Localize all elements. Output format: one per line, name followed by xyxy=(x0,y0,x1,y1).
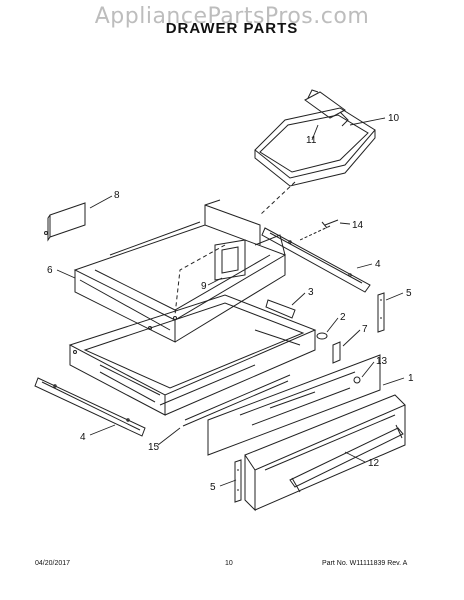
callout-14: 14 xyxy=(352,220,364,231)
callout-11: 11 xyxy=(306,135,317,146)
part-3-rear-clip xyxy=(265,299,296,319)
callout-3: 3 xyxy=(308,287,314,298)
callout-12: 12 xyxy=(368,458,380,469)
part-12-handle xyxy=(289,424,404,493)
part-4-right-slide-rail xyxy=(261,227,371,293)
footer-page-number: 10 xyxy=(225,560,233,567)
watermark: AppliancePartsPros.com xyxy=(94,4,370,29)
callout-8: 8 xyxy=(114,190,120,201)
part-7-clip xyxy=(332,341,341,364)
footer-date: 04/20/2017 xyxy=(35,560,71,567)
callout-13: 13 xyxy=(376,356,388,367)
part-4-left-slide-rail xyxy=(34,377,146,437)
part-14-screw xyxy=(299,219,339,241)
part-1-drawer-front xyxy=(207,354,381,456)
callout-4-right: 4 xyxy=(375,259,381,270)
part-5-right-bracket xyxy=(377,292,385,333)
callout-4-left: 4 xyxy=(80,432,86,443)
callout-6: 6 xyxy=(47,265,53,276)
footer-part-number: Part No. W11111839 Rev. A xyxy=(322,560,408,567)
part-13-bumper xyxy=(353,376,361,384)
callout-5-right: 5 xyxy=(406,288,412,299)
drawer-tub xyxy=(68,294,317,416)
drawer-outer-front xyxy=(244,394,406,512)
part-10-drawer-support xyxy=(254,89,376,187)
callout-2: 2 xyxy=(340,312,346,323)
callout-1: 1 xyxy=(408,373,414,384)
part-2-bumper xyxy=(316,332,328,340)
callout-9: 9 xyxy=(201,281,207,292)
callout-15: 15 xyxy=(148,442,160,453)
callout-7: 7 xyxy=(362,324,368,335)
part-5-lower-bracket xyxy=(234,459,242,503)
callout-10: 10 xyxy=(388,113,400,124)
part-15-liner-rail xyxy=(182,374,291,427)
page-title: DRAWER PARTS xyxy=(165,20,299,37)
callout-5-lower: 5 xyxy=(210,482,216,493)
part-8-bracket xyxy=(44,202,86,242)
